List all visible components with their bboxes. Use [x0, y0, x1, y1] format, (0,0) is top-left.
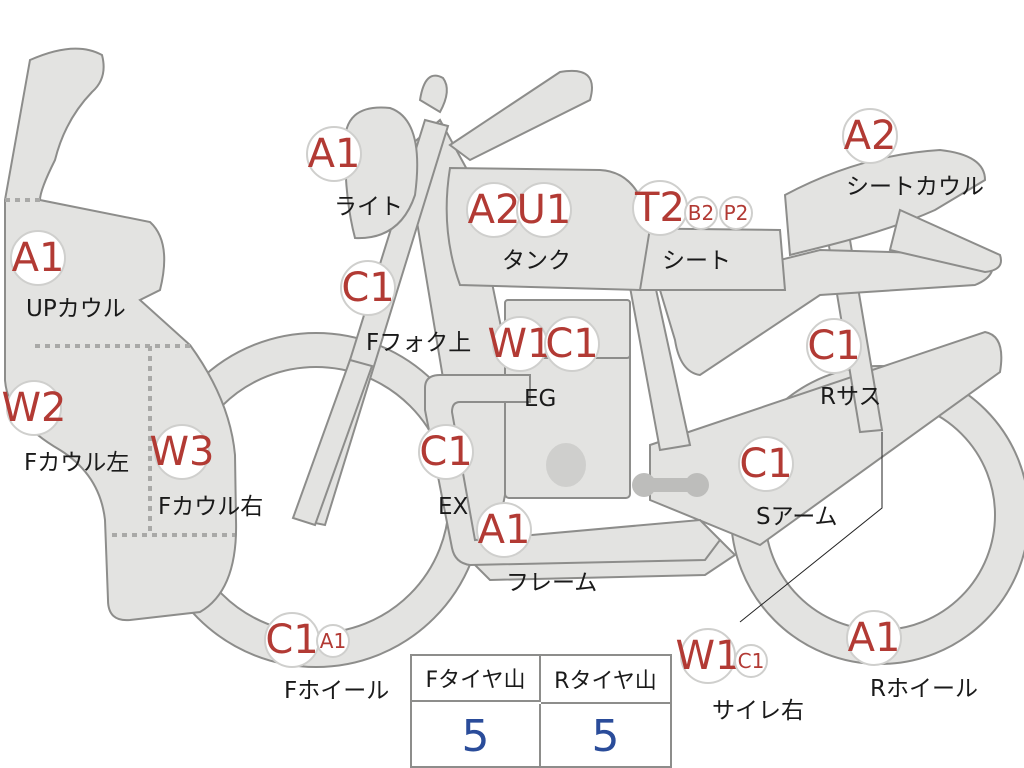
tank-label: タンク [502, 248, 571, 274]
seat-badge-p2: P2 [719, 196, 753, 230]
f-cowl-right-badge-w3: W3 [150, 424, 215, 480]
f-cowl-left-badge-w2: W2 [2, 380, 67, 436]
silencer-badge-w1: W1 [676, 628, 741, 684]
seat-badge-b2: B2 [684, 196, 718, 230]
light-label: ライト [334, 194, 403, 220]
seat-cowl-label: シートカウル [846, 174, 984, 200]
r-suspension-badge-c1: C1 [806, 318, 862, 374]
r-wheel-label: Rホイール [870, 676, 978, 702]
up-cowl-label: UPカウル [26, 296, 126, 322]
silencer-label: サイレ右 [712, 698, 804, 724]
exhaust-badge-c1: C1 [418, 424, 474, 480]
handlebar-shape [448, 69, 593, 162]
tank-badge-u1: U1 [516, 182, 572, 238]
seat-cowl-badge-a2: A2 [842, 108, 898, 164]
r-suspension-label: Rサス [820, 384, 882, 410]
engine-label: EG [524, 386, 557, 412]
f-wheel-badge-c1: C1 [264, 612, 320, 668]
swing-arm-label: Sアーム [756, 504, 838, 530]
f-wheel-badge-a1: A1 [316, 624, 350, 658]
exhaust-shape [424, 374, 722, 567]
up-cowl-badge-a1: A1 [10, 230, 66, 286]
f-fork-upper-badge-c1: C1 [340, 260, 396, 316]
seat-label: シート [662, 248, 731, 274]
silencer-leader-line [739, 432, 883, 623]
frame-badge-a1: A1 [476, 502, 532, 558]
swing-arm-shape [649, 330, 1003, 547]
front-cowl-shape [4, 47, 238, 622]
engine-badge-w1: W1 [488, 316, 553, 372]
engine-badge-c1: C1 [544, 316, 600, 372]
engine-cover-shape [546, 443, 586, 487]
front-fork-tube-shape [291, 358, 374, 527]
exhaust-label: EX [438, 494, 469, 520]
f-cowl-right-label: Fカウル右 [158, 494, 264, 520]
rear-tire-header: Rタイヤ山 [541, 656, 670, 704]
f-fork-upper-label: Fフォク上 [366, 330, 472, 356]
headlight-shape [343, 106, 419, 240]
front-tire-value: 5 [412, 704, 541, 768]
front-tire-header: Fタイヤ山 [412, 656, 541, 702]
seat-cowl-fin-shape [888, 208, 1002, 274]
f-cowl-left-label: Fカウル左 [24, 450, 130, 476]
tire-tread-table: Fタイヤ山 Rタイヤ山 5 5 [410, 654, 672, 768]
seat-cowl-shape [783, 148, 987, 257]
seat-badge-t2: T2 [632, 180, 688, 236]
silencer-badge-c1: C1 [734, 644, 768, 678]
frame-label: フレーム [506, 570, 598, 596]
swing-arm-badge-c1: C1 [738, 436, 794, 492]
r-wheel-badge-a1: A1 [846, 610, 902, 666]
tank-badge-a2: A2 [466, 182, 522, 238]
footpeg-shape [632, 473, 709, 497]
mirror-shape [418, 74, 448, 114]
f-wheel-label: Fホイール [284, 678, 390, 704]
light-badge-a1: A1 [306, 126, 362, 182]
rear-tire-value: 5 [591, 710, 620, 762]
